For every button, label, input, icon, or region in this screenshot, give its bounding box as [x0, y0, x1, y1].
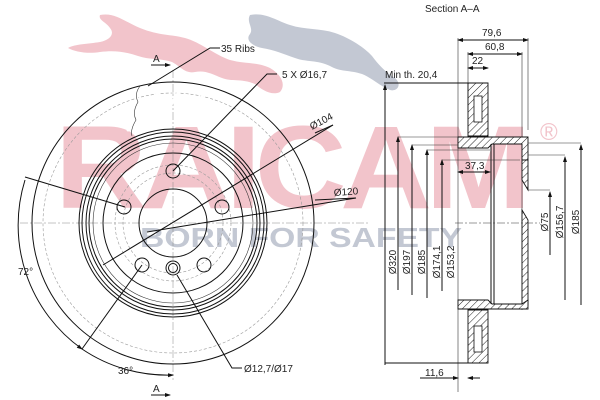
dim-hat-height: 60,8 [485, 42, 505, 53]
section-marker-top: A [153, 54, 160, 65]
dim-overall-height: 79,6 [482, 28, 502, 39]
locating-hole-label: Ø12,7/Ø17 [244, 364, 293, 375]
dim-disc-thickness: 22 [472, 56, 484, 67]
locating-hole-inner [168, 263, 178, 273]
bolt-holes-label: 5 X Ø16,7 [282, 70, 327, 81]
section-view [383, 38, 583, 392]
front-view [17, 47, 370, 397]
watermark: RAICAM ® BORN FOR SAFETY [55, 14, 558, 253]
bolt-hole [116, 199, 132, 215]
section-title: Section A–A [425, 4, 480, 15]
jaguar-logo-pink [68, 14, 283, 94]
watermark-brand: RAICAM [55, 102, 525, 234]
bolt-holes [116, 163, 230, 273]
dia-185-left: Ø185 [417, 249, 428, 274]
bolt-hole [165, 163, 181, 179]
min-thickness-label: Min th. 20,4 [385, 70, 438, 81]
angle-72-label: 72° [18, 267, 33, 278]
hub-diameter-label: Ø120 [333, 186, 359, 199]
dia-197: Ø197 [402, 249, 413, 274]
angle-36-label: 36° [118, 366, 133, 377]
bolt-hole [214, 199, 230, 215]
watermark-slogan: BORN FOR SAFETY [140, 222, 462, 253]
ribs-label: 35 Ribs [221, 44, 255, 55]
dia-320: Ø320 [388, 249, 399, 274]
locating-hole-outer [165, 260, 181, 276]
watermark-registered: ® [540, 119, 558, 146]
bolt-hole [196, 257, 212, 273]
dia-185-right: Ø185 [571, 209, 582, 234]
dia-174-1: Ø174,1 [432, 245, 443, 278]
dim-hub-depth: 37,3 [465, 161, 485, 172]
section-marker-bottom: A [153, 384, 160, 395]
dim-offset: 11,6 [425, 368, 444, 379]
jaguar-logo-gray [248, 14, 399, 91]
dia-156-7: Ø156,7 [555, 205, 566, 238]
bolt-hole [134, 257, 150, 273]
ribs [126, 85, 204, 137]
dia-75: Ø75 [540, 212, 551, 231]
dia-153-2: Ø153,2 [446, 245, 457, 278]
